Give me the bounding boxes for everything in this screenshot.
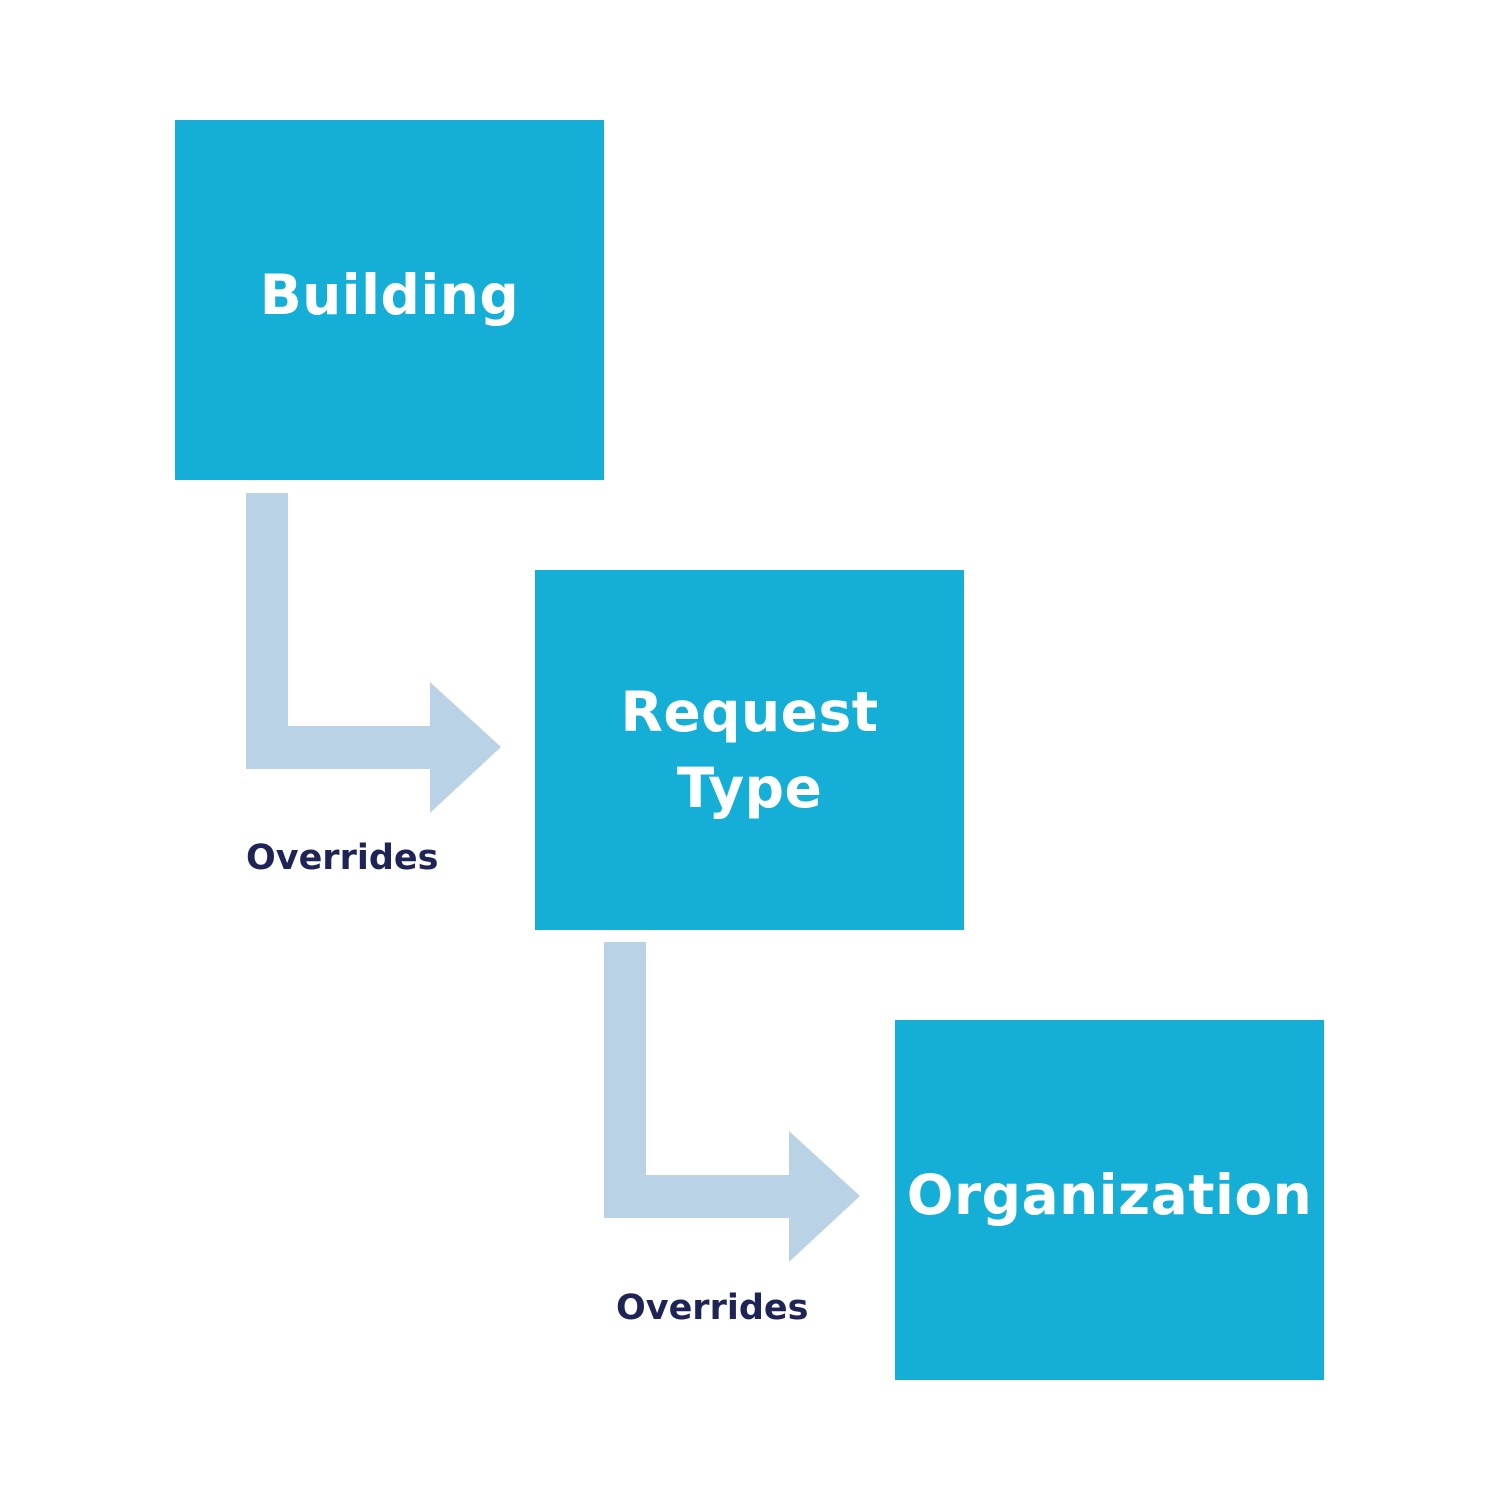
node-organization: Organization bbox=[895, 1020, 1324, 1380]
edge-label-overrides: Overrides bbox=[246, 838, 439, 878]
node-building: Building bbox=[175, 120, 604, 480]
edge-label-overrides: Overrides bbox=[616, 1288, 809, 1328]
node-request-type: Request Type bbox=[535, 570, 964, 930]
